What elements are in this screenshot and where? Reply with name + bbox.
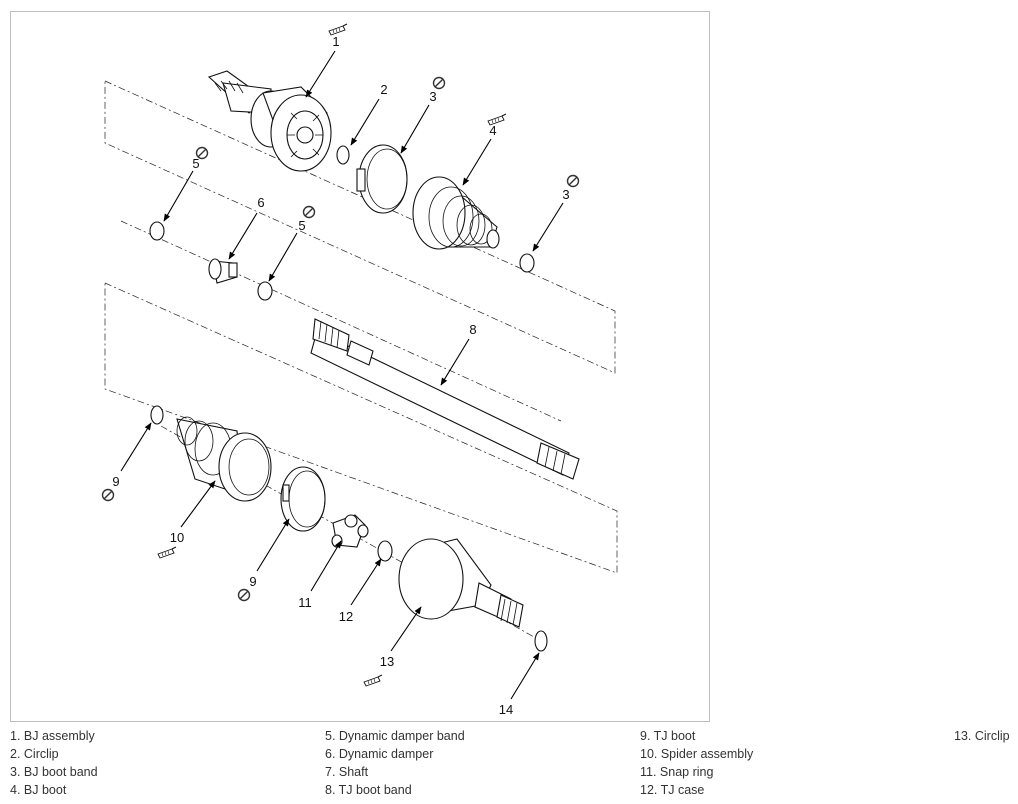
legend-item: 9. TJ boot: [640, 729, 696, 743]
tj-boot-part: [176, 416, 272, 502]
no-reuse-icon: [195, 146, 209, 160]
legend-column-4: 13. Circlip: [954, 727, 1010, 745]
tj-boot-band-small-part: [150, 405, 164, 425]
callout-3a: 3: [429, 89, 436, 104]
no-reuse-icon: [432, 76, 446, 90]
snap-ring-part: [377, 540, 393, 562]
legend-item: 11. Snap ring: [640, 765, 714, 779]
callout-1: 1: [332, 34, 339, 49]
circlip-2-part: [534, 630, 548, 652]
leader-arrows: [120, 50, 564, 700]
upper-assembly-frame: [104, 80, 616, 374]
legend-column-1: 1. BJ assembly 2. Circlip 3. BJ boot ban…: [10, 727, 98, 799]
callout-10: 10: [170, 530, 184, 545]
bj-assembly-part: [207, 70, 332, 172]
no-reuse-icon: [101, 488, 115, 502]
shaft-part: [310, 318, 580, 480]
tj-case-part: [398, 538, 524, 628]
legend-item: 8. TJ boot band: [325, 783, 412, 797]
legend-item: 1. BJ assembly: [10, 729, 95, 743]
grease-tube-icon: [487, 113, 507, 126]
exploded-view-diagram: 1 2 3 4 3 5 6 5 8 9 10 9 11 12 13 14: [10, 11, 710, 722]
spider-assembly-part: [331, 514, 369, 548]
callout-8: 8: [469, 322, 476, 337]
callout-12: 12: [339, 609, 353, 624]
callout-2: 2: [380, 82, 387, 97]
no-reuse-icon: [302, 205, 316, 219]
legend-column-2: 5. Dynamic damper band 6. Dynamic damper…: [325, 727, 465, 799]
no-reuse-icon: [566, 174, 580, 188]
callout-5a: 5: [192, 156, 199, 171]
lower-assembly-frame: [104, 282, 618, 574]
dynamic-damper-band-part-2: [257, 281, 273, 301]
callout-3b: 3: [562, 187, 569, 202]
callout-14: 14: [499, 702, 513, 717]
callout-5b: 5: [298, 218, 305, 233]
legend-item: 7. Shaft: [325, 765, 369, 779]
bj-boot-part: [412, 176, 500, 250]
callout-13: 13: [380, 654, 394, 669]
legend-column-3: 9. TJ boot 10. Spider assembly 11. Snap …: [640, 727, 753, 799]
legend-item: 5. Dynamic damper band: [325, 729, 465, 743]
callout-9a: 9: [112, 474, 119, 489]
drive-shaft-exploded-svg: 1 2 3 4 3 5 6 5 8 9 10 9 11 12 13 14: [101, 23, 618, 717]
legend-item: 3. BJ boot band: [10, 765, 98, 779]
callout-9b: 9: [249, 574, 256, 589]
circlip-part: [336, 145, 350, 165]
bj-boot-band-part: [356, 144, 408, 214]
callout-6: 6: [257, 195, 264, 210]
callout-4: 4: [489, 123, 496, 138]
no-reuse-icon: [237, 588, 251, 602]
legend-item: 12. TJ case: [640, 783, 705, 797]
tj-boot-band-part: [280, 466, 326, 532]
bj-boot-band-small-part: [519, 253, 535, 273]
legend-item: 10. Spider assembly: [640, 747, 754, 761]
grease-tube-icon: [363, 674, 383, 687]
dynamic-damper-part: [208, 258, 238, 284]
grease-tube-icon: [157, 546, 177, 559]
legend-item: 13. Circlip: [954, 729, 1010, 743]
legend-item: 6. Dynamic damper: [325, 747, 434, 761]
legend-item: 4. BJ boot: [10, 783, 67, 797]
dynamic-damper-band-part: [149, 221, 165, 241]
legend-item: 2. Circlip: [10, 747, 59, 761]
callout-11: 11: [298, 595, 312, 610]
